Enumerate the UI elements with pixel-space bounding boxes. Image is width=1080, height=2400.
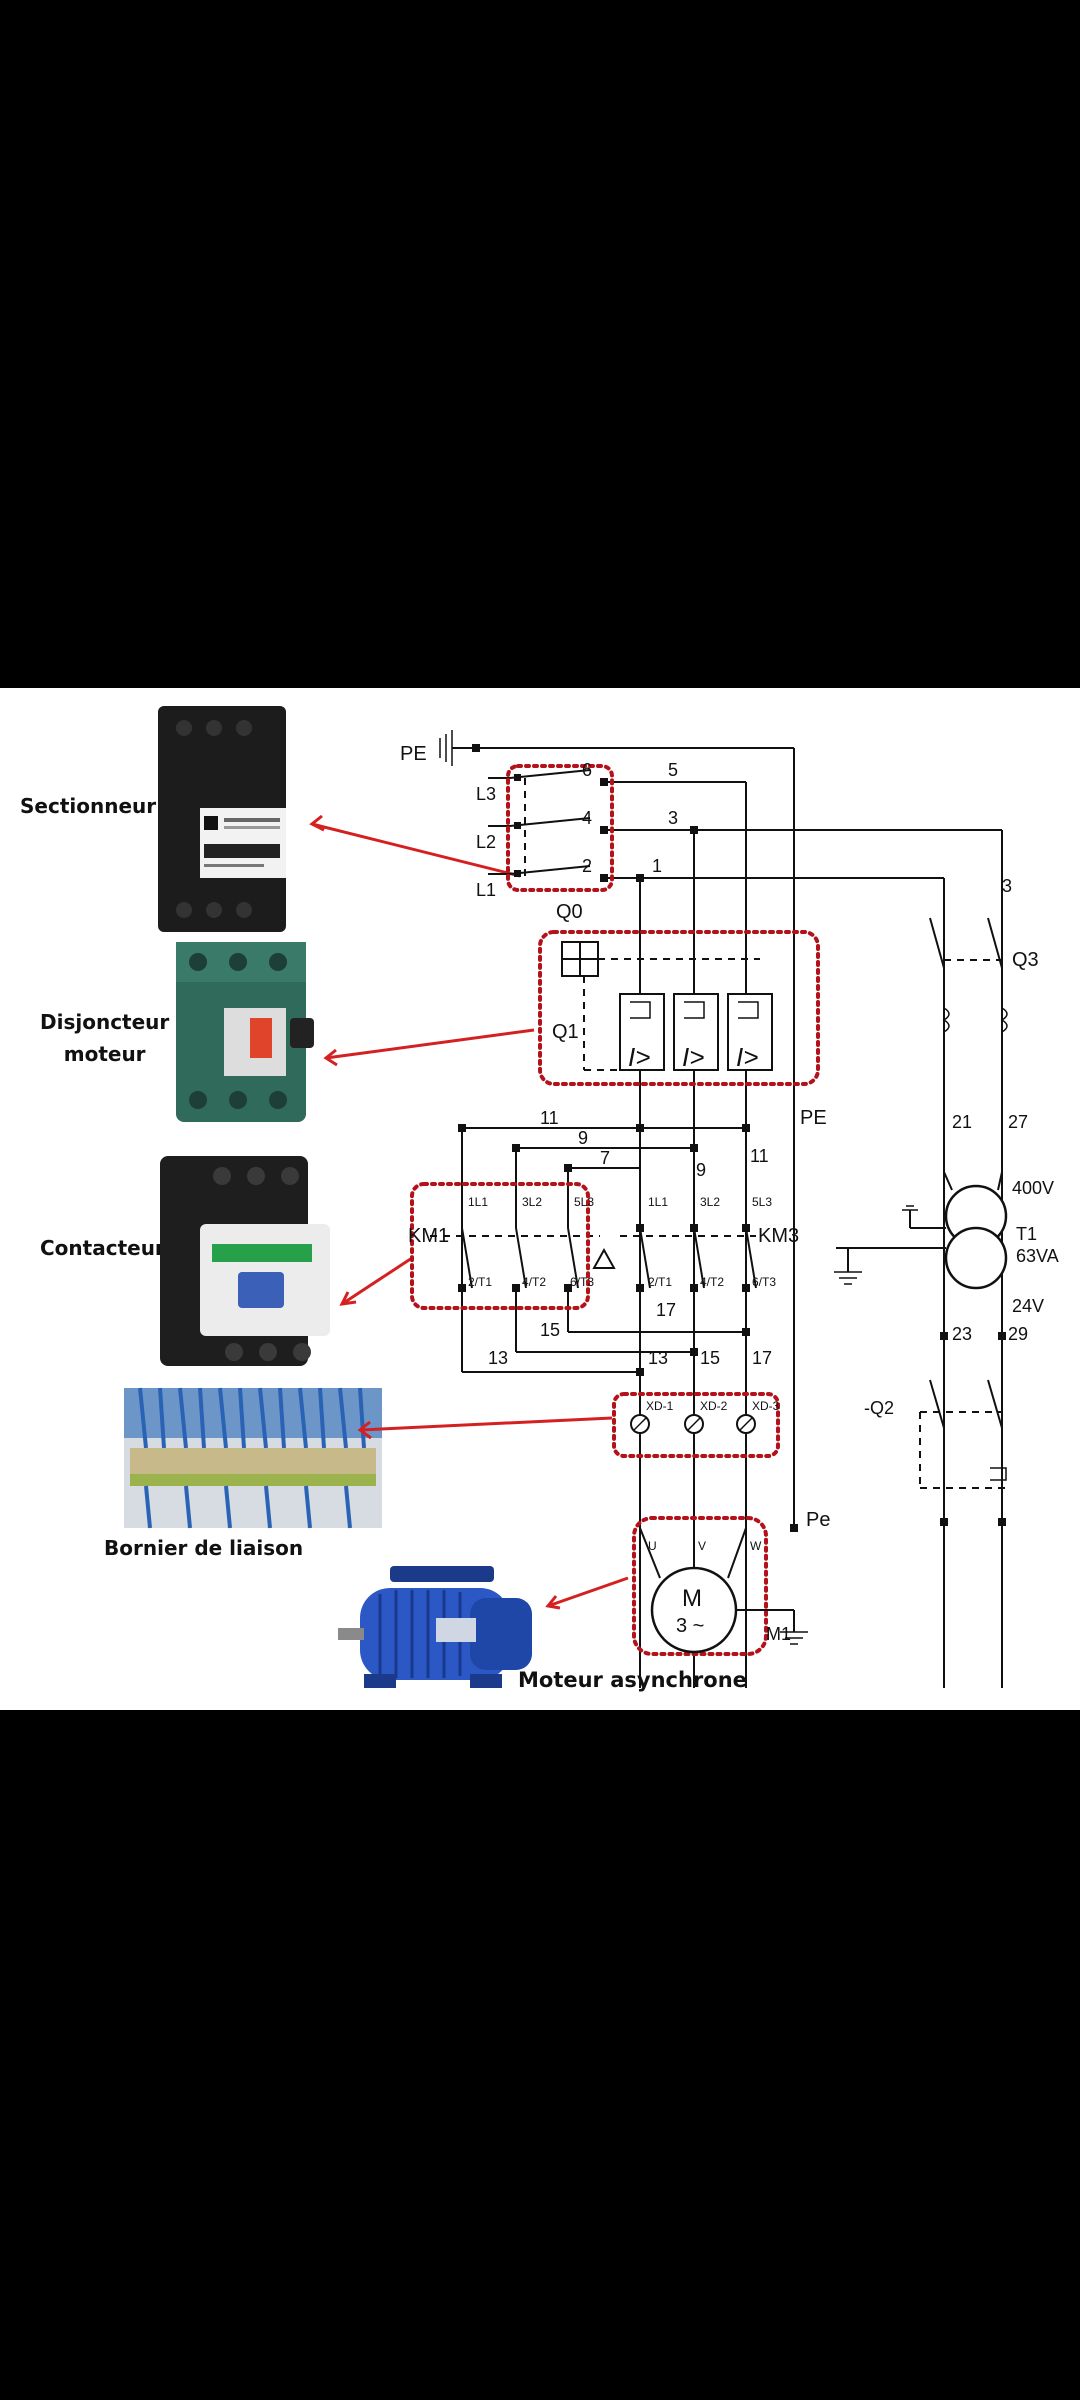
n11a-label: 11 bbox=[540, 1108, 559, 1128]
bornier-xd bbox=[612, 1392, 780, 1458]
n6-label: 6 bbox=[582, 760, 592, 780]
n15a-label: 15 bbox=[540, 1320, 560, 1340]
n2-label: 2 bbox=[582, 856, 592, 876]
v24-label: 24V bbox=[1012, 1296, 1044, 1316]
t1-label: T1 bbox=[1016, 1224, 1037, 1244]
svg-text:I>: I> bbox=[682, 1042, 704, 1072]
n17b-label: 17 bbox=[752, 1348, 772, 1368]
t-5l3-b: 5L3 bbox=[752, 1195, 772, 1209]
disjoncteur-photo bbox=[176, 942, 314, 1122]
disjoncteur-q1: I> I> I> bbox=[538, 930, 820, 1086]
n3b-label: 3 bbox=[1002, 876, 1012, 896]
pe-top-label: PE bbox=[400, 743, 427, 765]
t-4t2-b: 4/T2 bbox=[700, 1275, 724, 1289]
schematic-labels: PE L3 L2 L1 Q0 6 4 2 5 3 1 3 Q1 Q3 PE 11… bbox=[400, 743, 1059, 1644]
contacteur-photo bbox=[160, 1156, 330, 1366]
label-disjoncteur: Disjoncteur moteur bbox=[40, 1006, 169, 1070]
l1-label: L1 bbox=[476, 880, 496, 900]
t-xd2: XD-2 bbox=[700, 1399, 728, 1413]
t-5l3-a: 5L3 bbox=[574, 1195, 594, 1209]
n9b-label: 9 bbox=[696, 1160, 706, 1180]
n29-label: 29 bbox=[1008, 1324, 1028, 1344]
contacteur-km3 bbox=[620, 1124, 757, 1376]
n23-label: 23 bbox=[952, 1324, 972, 1344]
t-xd3: XD-3 bbox=[752, 1399, 780, 1413]
l3-label: L3 bbox=[476, 784, 496, 804]
t-2t1-a: 2/T1 bbox=[468, 1275, 492, 1289]
label-disjoncteur-line1: Disjoncteur bbox=[40, 1010, 170, 1034]
t-1l1-a: 1L1 bbox=[468, 1195, 488, 1209]
moteur-photo bbox=[338, 1566, 532, 1688]
t-2t1-b: 2/T1 bbox=[648, 1275, 672, 1289]
u-label: U bbox=[648, 1539, 657, 1553]
q1-label: Q1 bbox=[552, 1021, 579, 1043]
n1-label: 1 bbox=[652, 856, 662, 876]
t-4t2-a: 4/T2 bbox=[522, 1275, 546, 1289]
n17a-label: 17 bbox=[656, 1300, 676, 1320]
n21-label: 21 bbox=[952, 1112, 972, 1132]
t-1l1-b: 1L1 bbox=[648, 1195, 668, 1209]
svg-text:I>: I> bbox=[736, 1042, 758, 1072]
n15b-label: 15 bbox=[700, 1348, 720, 1368]
w-label: W bbox=[750, 1539, 762, 1553]
t-xd1: XD-1 bbox=[646, 1399, 674, 1413]
m1-label: M1 bbox=[766, 1624, 791, 1644]
pointer-arrows bbox=[309, 814, 629, 1610]
label-sectionneur: Sectionneur bbox=[20, 794, 157, 818]
sectionneur-q0 bbox=[488, 764, 1002, 892]
label-bornier: Bornier de liaison bbox=[104, 1536, 304, 1560]
l2-label: L2 bbox=[476, 832, 496, 852]
control-circuit bbox=[834, 830, 1010, 1688]
v400-label: 400V bbox=[1012, 1178, 1054, 1198]
n9a-label: 9 bbox=[578, 1128, 588, 1148]
pe-right-label: PE bbox=[800, 1107, 827, 1129]
q0-label: Q0 bbox=[556, 901, 583, 923]
n11b-label: 11 bbox=[750, 1146, 769, 1166]
bornier-photo bbox=[124, 1387, 382, 1529]
n13b-label: 13 bbox=[648, 1348, 668, 1368]
t-3l2-b: 3L2 bbox=[700, 1195, 720, 1209]
m-label: M bbox=[682, 1585, 702, 1612]
t1-va-label: 63VA bbox=[1016, 1246, 1059, 1266]
n3-label: 3 bbox=[668, 808, 678, 828]
sectionneur-photo bbox=[158, 706, 286, 932]
label-contacteur: Contacteur bbox=[40, 1236, 165, 1260]
n5-label: 5 bbox=[668, 760, 678, 780]
n13a-label: 13 bbox=[488, 1348, 508, 1368]
v-label: V bbox=[698, 1539, 706, 1553]
svg-text:I>: I> bbox=[628, 1042, 650, 1072]
n4-label: 4 bbox=[582, 808, 592, 828]
diagram-panel: Sectionneur Disjoncteur moteur Contacteu… bbox=[0, 688, 1080, 1710]
t-6t3-a: 6/T3 bbox=[570, 1275, 594, 1289]
pe-motor-label: Pe bbox=[806, 1509, 830, 1531]
km3-label: KM3 bbox=[758, 1225, 799, 1247]
label-disjoncteur-line2: moteur bbox=[63, 1042, 146, 1066]
m-phase-label: 3 ~ bbox=[676, 1615, 704, 1637]
label-moteur: Moteur asynchrone bbox=[518, 1668, 747, 1692]
km1-label: KM1 bbox=[408, 1225, 449, 1247]
t-3l2-a: 3L2 bbox=[522, 1195, 542, 1209]
n27-label: 27 bbox=[1008, 1112, 1028, 1132]
n7-label: 7 bbox=[600, 1148, 610, 1168]
t-6t3-b: 6/T3 bbox=[752, 1275, 776, 1289]
schematic-svg: I> I> I> bbox=[124, 706, 1059, 1688]
q2-label: -Q2 bbox=[864, 1398, 894, 1418]
motor-m1-symbol bbox=[632, 1516, 808, 1656]
q3-label: Q3 bbox=[1012, 949, 1039, 971]
contacteur-km1 bbox=[410, 1124, 746, 1373]
